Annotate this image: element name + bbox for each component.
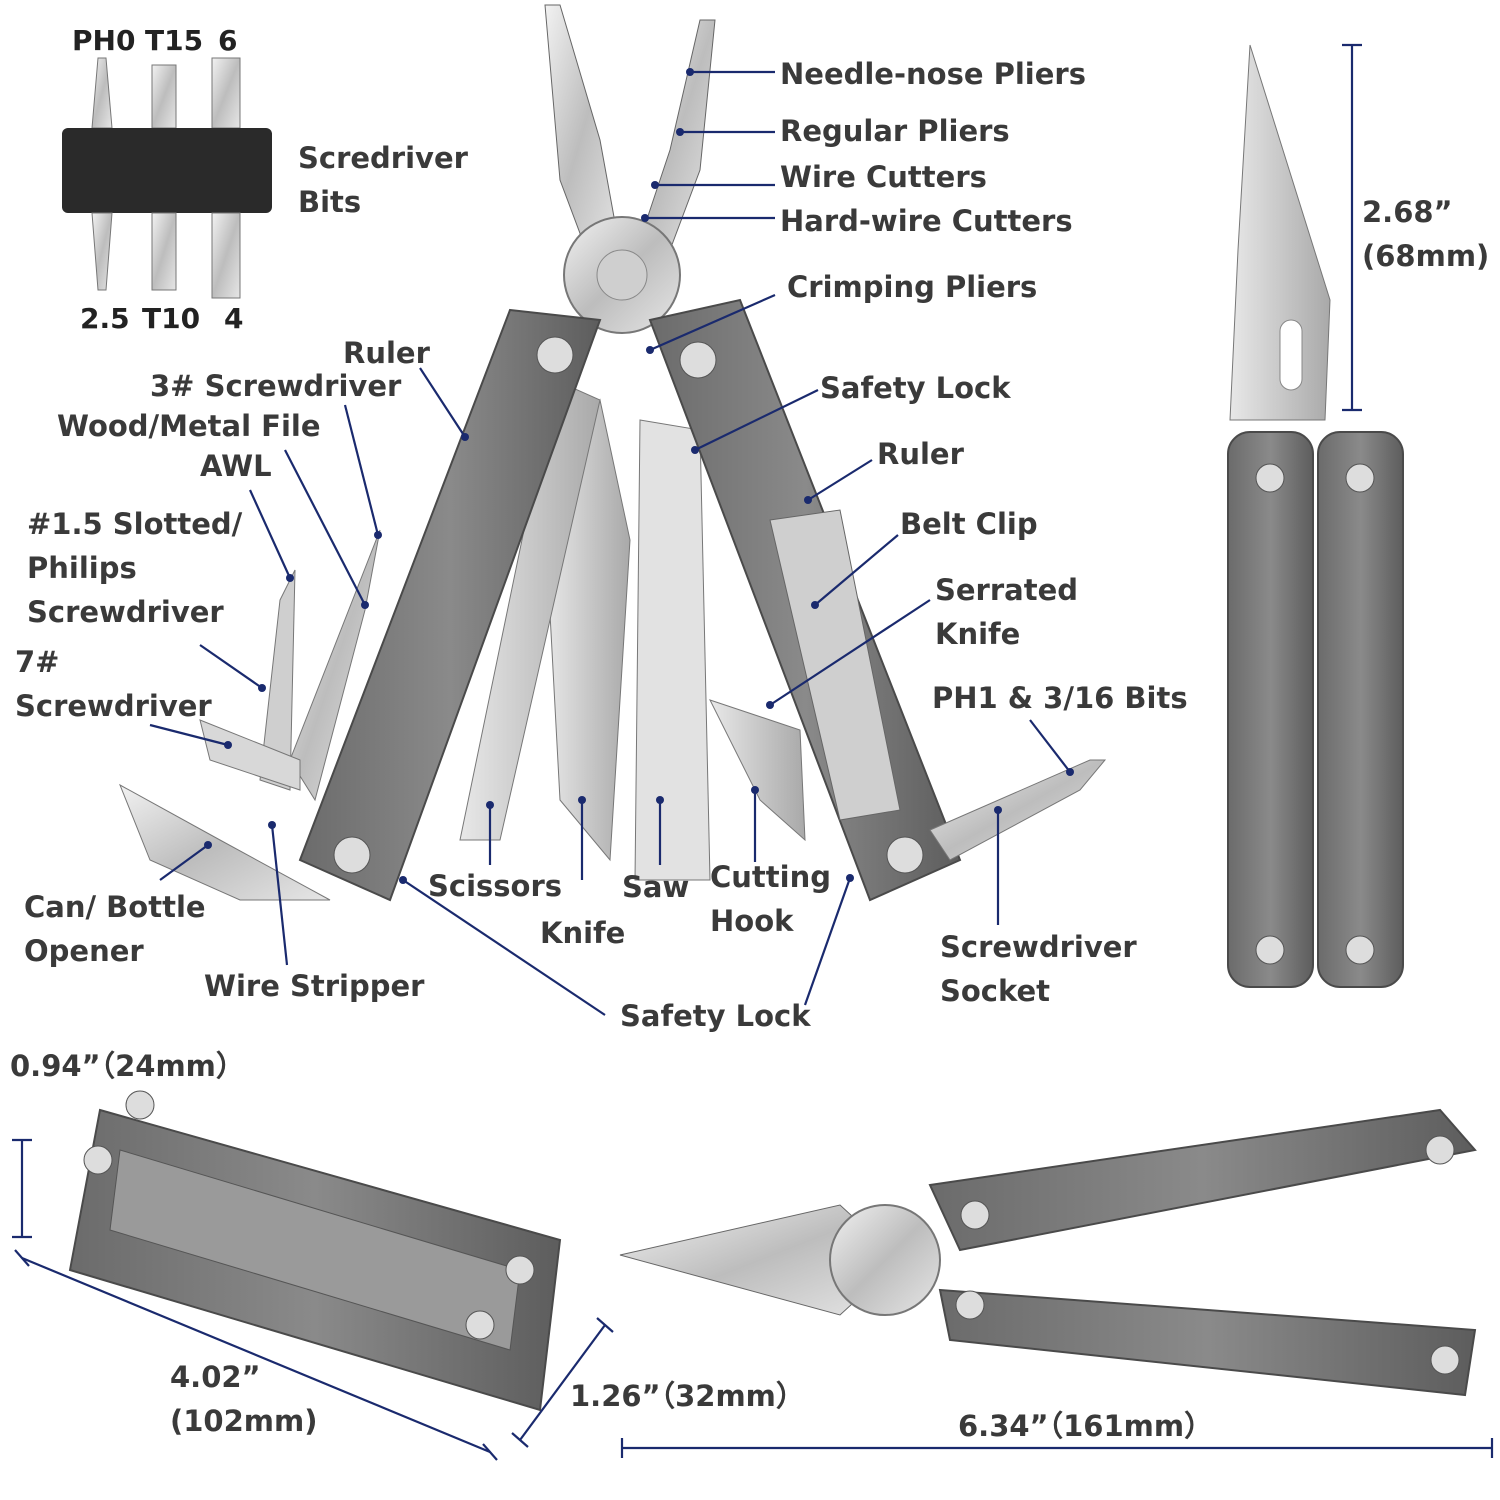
bit-label-6: 6 xyxy=(218,24,238,57)
bit-label-ph0: PH0 xyxy=(72,24,136,57)
bit-label-2-5: 2.5 xyxy=(80,302,130,335)
label-screwdriver-socket: Screwdriver Socket xyxy=(940,930,1137,1008)
label-needle-nose-pliers: Needle-nose Pliers xyxy=(780,57,1086,91)
label-7-screwdriver: 7# Screwdriver xyxy=(15,645,212,723)
label-screwdriver-bits: Scredriver Bits xyxy=(298,141,468,219)
label-crimping-pliers: Crimping Pliers xyxy=(787,270,1038,304)
label-saw: Saw xyxy=(622,870,690,904)
dim-open-length: 6.34”（161mm） xyxy=(958,1409,1214,1443)
leader-lines xyxy=(149,68,1074,1016)
label-wire-stripper: Wire Stripper xyxy=(204,969,425,1003)
label-wood-metal-file: Wood/Metal File xyxy=(57,409,321,443)
label-ruler-right: Ruler xyxy=(877,437,964,471)
label-ph1-bits: PH1 & 3/16 Bits xyxy=(932,681,1188,715)
open-pliers-view xyxy=(619,1108,1477,1397)
open-multitool xyxy=(119,4,1107,902)
dimension-lines xyxy=(12,43,1494,1461)
closed-tool-view xyxy=(68,1090,562,1412)
dim-thickness: 0.94”（24mm） xyxy=(10,1049,245,1083)
dim-closed-length: 4.02” (102mm) xyxy=(170,1360,318,1438)
label-wire-cutters: Wire Cutters xyxy=(780,160,987,194)
label-regular-pliers: Regular Pliers xyxy=(780,114,1010,148)
label-ruler-left: Ruler xyxy=(343,336,430,370)
label-awl: AWL xyxy=(200,449,272,483)
label-safety-lock-top: Safety Lock xyxy=(820,371,1011,405)
bit-label-t15: T15 xyxy=(145,24,204,57)
knife-side-view xyxy=(1227,44,1404,988)
label-safety-lock-bottom: Safety Lock xyxy=(620,999,811,1033)
dim-width: 1.26”（32mm） xyxy=(570,1379,805,1413)
label-belt-clip: Belt Clip xyxy=(900,507,1038,541)
label-3-screwdriver: 3# Screwdriver xyxy=(150,369,402,403)
screwdriver-bits-block xyxy=(62,57,272,299)
label-scissors: Scissors xyxy=(428,869,563,903)
dim-blade-length: 2.68” (68mm) xyxy=(1362,195,1490,273)
label-knife: Knife xyxy=(540,916,626,950)
label-can-bottle-opener: Can/ Bottle Opener xyxy=(24,890,206,968)
label-cutting-hook: Cutting Hook xyxy=(710,860,831,938)
bit-label-4: 4 xyxy=(224,302,244,335)
label-slotted-philips-screwdriver: #1.5 Slotted/ Philips Screwdriver xyxy=(27,507,243,629)
label-serrated-knife: Serrated Knife xyxy=(935,573,1079,651)
bit-label-t10: T10 xyxy=(142,302,201,335)
label-hard-wire-cutters: Hard-wire Cutters xyxy=(780,204,1073,238)
